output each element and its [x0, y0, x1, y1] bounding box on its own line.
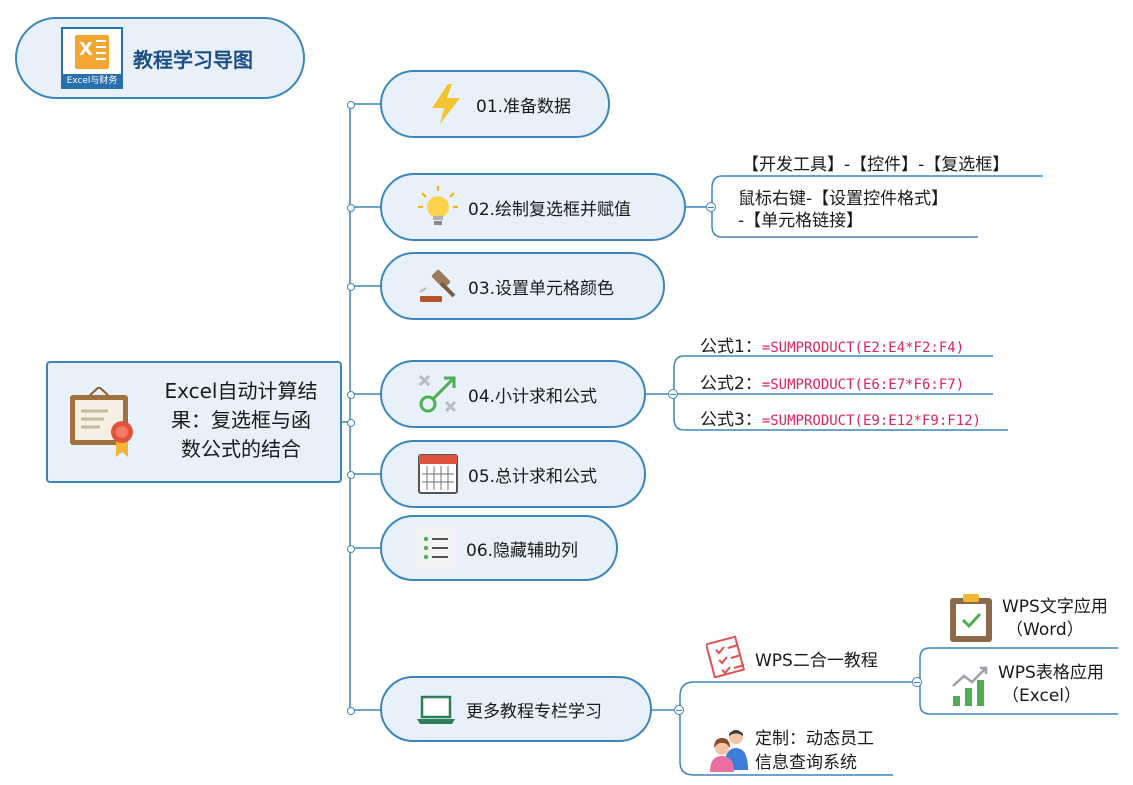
- connector-dot: [347, 101, 355, 109]
- header-title-node[interactable]: X Excel与财务 教程学习导图: [15, 17, 305, 99]
- node-05-total-formula[interactable]: 05.总计求和公式: [380, 440, 646, 508]
- connector-dot: [347, 283, 355, 291]
- page-title: 教程学习导图: [133, 47, 253, 72]
- collapse-toggle[interactable]: [668, 389, 678, 399]
- node-02-step-2: 鼠标右键-【设置控件格式】 -【单元格链接】: [738, 189, 949, 231]
- formula-1: 公式1：=SUMPRODUCT(E2:E4*F2:F4): [700, 337, 965, 357]
- lightbulb-icon: [418, 186, 458, 225]
- checklist-red-icon: [706, 635, 746, 678]
- connector-dot: [347, 391, 355, 399]
- formula-3: 公式3：=SUMPRODUCT(E9:E12*F9:F12): [700, 410, 981, 430]
- checklist-icon: [416, 528, 456, 568]
- calendar-grid-icon: [418, 454, 458, 494]
- gavel-icon: [419, 269, 456, 302]
- connector-dot: [347, 204, 355, 212]
- node-more-tutorials[interactable]: 更多教程专栏学习: [380, 676, 652, 742]
- arrow-target-icon: [418, 374, 457, 413]
- collapse-toggle[interactable]: [706, 202, 716, 212]
- root-title: Excel自动计算结 果：复选框与函 数公式的结合: [164, 379, 318, 461]
- bar-chart-icon: [952, 666, 988, 706]
- connector-dot: [347, 707, 355, 715]
- logo-caption: Excel与财务: [63, 74, 121, 88]
- excel-finance-logo: X Excel与财务: [61, 27, 123, 89]
- clipboard-check-icon: [950, 594, 992, 642]
- certificate-icon: [70, 387, 133, 457]
- root-node[interactable]: Excel自动计算结 果：复选框与函 数公式的结合: [46, 361, 342, 483]
- node-02-step-1: 【开发工具】-【控件】-【复选框】: [742, 155, 1010, 175]
- node-02-draw-checkbox[interactable]: 02.绘制复选框并赋值: [380, 173, 686, 241]
- node-04-subtotal-formula[interactable]: 04.小计求和公式: [380, 360, 646, 428]
- formula-2: 公式2：=SUMPRODUCT(E6:E7*F6:F7): [700, 374, 965, 394]
- excel-logo-icon: X: [75, 35, 109, 69]
- wps-word-app[interactable]: WPS文字应用 （Word）: [1002, 597, 1108, 640]
- connector-dot: [347, 545, 355, 553]
- wps-excel-app[interactable]: WPS表格应用 （Excel）: [998, 663, 1104, 706]
- collapse-toggle[interactable]: [912, 677, 922, 687]
- wps-2in1-tutorial[interactable]: WPS二合一教程: [755, 651, 878, 671]
- node-01-prepare-data[interactable]: 01.准备数据: [380, 70, 610, 138]
- people-icon: [710, 730, 748, 772]
- connector-dot: [347, 471, 355, 479]
- collapse-toggle[interactable]: [674, 705, 684, 715]
- lightning-icon: [432, 84, 460, 124]
- node-03-cell-color[interactable]: 03.设置单元格颜色: [380, 252, 665, 320]
- node-06-hide-helper-column[interactable]: 06.隐藏辅助列: [380, 515, 618, 581]
- laptop-icon: [417, 695, 455, 724]
- custom-employee-system[interactable]: 定制：动态员工 信息查询系统: [755, 729, 874, 773]
- connector-dot: [347, 419, 355, 427]
